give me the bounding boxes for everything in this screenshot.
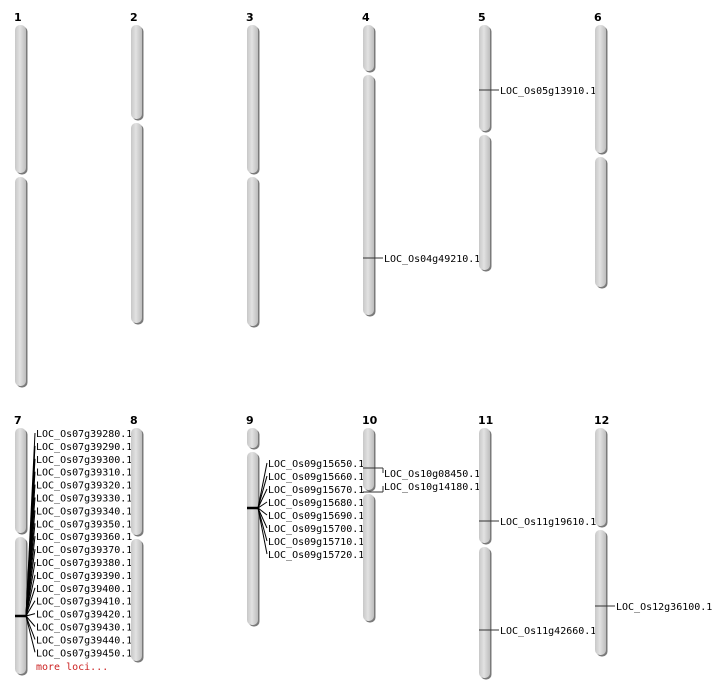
locus-label[interactable]: LOC_Os10g08450.1 — [384, 469, 480, 480]
locus-label[interactable]: LOC_Os07g39430.1 — [36, 623, 132, 634]
p-arm — [131, 25, 142, 119]
p-arm — [247, 25, 258, 173]
chromosome-7[interactable]: 7LOC_Os07g39280.1LOC_Os07g39290.1LOC_Os0… — [14, 414, 132, 676]
locus-label[interactable]: LOC_Os07g39290.1 — [36, 442, 132, 453]
chromosome-label: 10 — [362, 414, 378, 427]
locus-label[interactable]: LOC_Os07g39440.1 — [36, 635, 132, 646]
locus-connector — [257, 475, 268, 509]
locus-connector — [257, 488, 268, 509]
locus-connector — [25, 587, 36, 617]
p-arm — [15, 428, 26, 533]
p-arm — [363, 25, 374, 71]
p-arm — [363, 428, 374, 490]
locus-label[interactable]: LOC_Os11g19610.1 — [500, 517, 596, 528]
locus-label[interactable]: LOC_Os10g14180.1 — [384, 482, 480, 493]
locus-label[interactable]: LOC_Os09g15680.1 — [268, 498, 364, 509]
locus-connector — [25, 613, 36, 617]
p-arm — [479, 428, 490, 543]
chromosome-label: 1 — [14, 11, 22, 24]
chromosome-2[interactable]: 2 — [130, 11, 144, 325]
locus-connector — [25, 574, 36, 617]
chromosome-label: 3 — [246, 11, 254, 24]
locus-label[interactable]: LOC_Os07g39300.1 — [36, 455, 132, 466]
locus-connector — [257, 462, 268, 509]
p-arm — [247, 428, 258, 448]
locus-label[interactable]: LOC_Os07g39380.1 — [36, 558, 132, 569]
locus-label[interactable]: LOC_Os11g42660.1 — [500, 626, 596, 637]
locus-label[interactable]: LOC_Os09g15650.1 — [268, 459, 364, 470]
q-arm — [247, 177, 258, 326]
locus-label[interactable]: LOC_Os07g39340.1 — [36, 506, 132, 517]
locus-label[interactable]: LOC_Os07g39330.1 — [36, 494, 132, 505]
locus-connector — [25, 600, 36, 617]
chromosome-label: 6 — [594, 11, 602, 24]
q-arm — [247, 452, 258, 625]
locus-label[interactable]: LOC_Os07g39420.1 — [36, 610, 132, 621]
locus-label[interactable]: LOC_Os07g39350.1 — [36, 519, 132, 530]
chromosome-label: 4 — [362, 11, 370, 24]
p-arm — [595, 428, 606, 526]
q-arm — [479, 135, 490, 270]
p-arm — [131, 428, 142, 535]
q-arm — [15, 537, 26, 674]
locus-label[interactable]: LOC_Os09g15700.1 — [268, 524, 364, 535]
chromosome-6[interactable]: 6 — [594, 11, 608, 289]
chromosome-label: 9 — [246, 414, 254, 427]
locus-label[interactable]: LOC_Os05g13910.1 — [500, 86, 596, 97]
locus-connector — [257, 507, 268, 529]
q-arm — [479, 547, 490, 678]
chromosome-label: 12 — [594, 414, 609, 427]
chromosome-9[interactable]: 9LOC_Os09g15650.1LOC_Os09g15660.1LOC_Os0… — [246, 414, 364, 627]
locus-label[interactable]: LOC_Os07g39320.1 — [36, 481, 132, 492]
chromosome-label: 11 — [478, 414, 493, 427]
locus-label[interactable]: LOC_Os07g39410.1 — [36, 597, 132, 608]
q-arm — [131, 539, 142, 661]
locus-label[interactable]: LOC_Os09g15660.1 — [268, 472, 364, 483]
locus-label[interactable]: LOC_Os12g36100.1 — [616, 602, 712, 613]
q-arm — [363, 494, 374, 621]
chromosome-3[interactable]: 3 — [246, 11, 260, 328]
locus-label[interactable]: LOC_Os07g39400.1 — [36, 584, 132, 595]
locus-label[interactable]: LOC_Os07g39390.1 — [36, 571, 132, 582]
p-arm — [595, 25, 606, 153]
locus-label[interactable]: LOC_Os09g15710.1 — [268, 537, 364, 548]
chromosome-label: 8 — [130, 414, 138, 427]
locus-label[interactable]: LOC_Os07g39450.1 — [36, 648, 132, 659]
p-arm — [15, 25, 26, 173]
locus-connector — [257, 507, 268, 555]
chromosome-1[interactable]: 1 — [14, 11, 28, 388]
locus-connector — [25, 615, 36, 627]
locus-label[interactable]: LOC_Os07g39310.1 — [36, 468, 132, 479]
locus-label[interactable]: LOC_Os09g15690.1 — [268, 511, 364, 522]
q-arm — [595, 157, 606, 287]
locus-label[interactable]: LOC_Os09g15670.1 — [268, 485, 364, 496]
chromosome-label: 7 — [14, 414, 22, 427]
locus-connector — [257, 501, 268, 509]
more-loci-link[interactable]: more loci... — [36, 662, 108, 673]
locus-label[interactable]: LOC_Os07g39280.1 — [36, 429, 132, 440]
locus-label[interactable]: LOC_Os07g39370.1 — [36, 545, 132, 556]
locus-connector — [25, 615, 36, 640]
chromosome-8[interactable]: 8 — [130, 414, 144, 663]
q-arm — [131, 123, 142, 323]
locus-label[interactable]: LOC_Os07g39360.1 — [36, 532, 132, 543]
q-arm — [363, 75, 374, 315]
locus-connector — [25, 615, 36, 653]
p-arm — [479, 25, 490, 131]
chromosome-label: 2 — [130, 11, 138, 24]
locus-connector — [257, 507, 268, 516]
locus-label[interactable]: LOC_Os09g15720.1 — [268, 550, 364, 561]
chromosome-label: 5 — [478, 11, 486, 24]
locus-label[interactable]: LOC_Os04g49210.1 — [384, 254, 480, 265]
q-arm — [15, 177, 26, 386]
q-arm — [595, 530, 606, 655]
